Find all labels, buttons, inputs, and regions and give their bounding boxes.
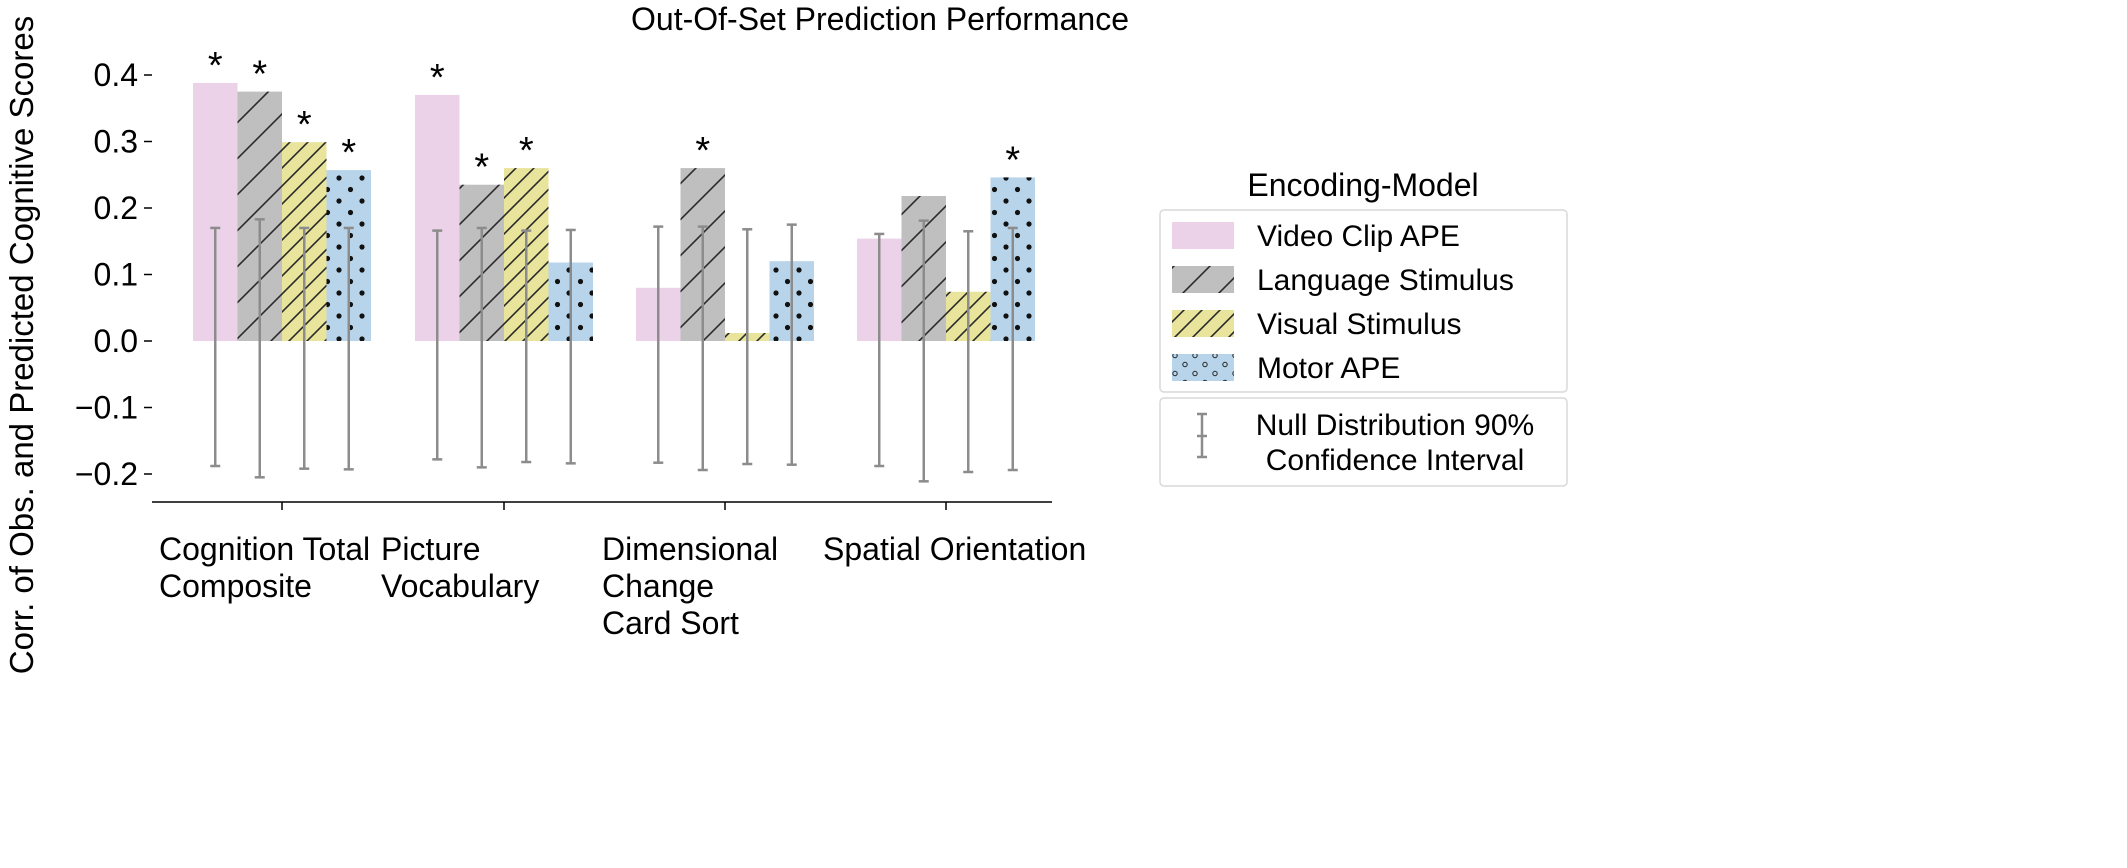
legend-swatch-hatch (1172, 354, 1234, 381)
y-tick-label: 0.0 (94, 323, 138, 359)
legend-errorbar-label: Confidence Interval (1266, 444, 1525, 477)
legend-swatch-hatch (1172, 310, 1234, 337)
y-tick-label: 0.1 (94, 257, 138, 293)
legend-title: Encoding-Model (1247, 167, 1478, 203)
x-tick-label: Spatial Orientation (823, 531, 1086, 567)
legend-label: Video Clip APE (1257, 220, 1460, 253)
legend-swatch (1172, 222, 1234, 249)
legend-swatch-hatch (1172, 266, 1234, 293)
plot-area: 0.4 0.3 0.2 0.1 0.0 −0.1 −0.2 * * * * * * * * * Cognitio… (75, 45, 1086, 641)
legend-errorbar-label: Null Distribution 90% (1256, 409, 1534, 442)
legend-errorbar-frame (1159, 397, 1568, 487)
significance-marker: * (1005, 139, 1020, 181)
significance-marker: * (519, 130, 534, 172)
y-tick-label: 0.4 (94, 57, 138, 93)
significance-marker: * (252, 54, 267, 96)
significance-marker: * (341, 132, 356, 174)
significance-marker: * (474, 147, 489, 189)
y-tick-label: −0.2 (75, 456, 138, 492)
significance-marker: * (208, 45, 223, 87)
legend-frame (1159, 209, 1568, 393)
legend-label: Language Stimulus (1257, 264, 1514, 297)
y-tick-label: 0.2 (94, 190, 138, 226)
significance-marker: * (297, 104, 312, 146)
legend-label: Visual Stimulus (1257, 308, 1462, 341)
y-tick-label: 0.3 (94, 124, 138, 160)
significance-marker: * (695, 130, 710, 172)
significance-marker: * (430, 57, 445, 99)
y-axis-label: Corr. of Obs. and Predicted Cognitive Sc… (3, 16, 40, 675)
chart-title: Out-Of-Set Prediction Performance (631, 1, 1129, 37)
y-tick-label: −0.1 (75, 390, 138, 426)
legend-label: Motor APE (1257, 352, 1400, 385)
